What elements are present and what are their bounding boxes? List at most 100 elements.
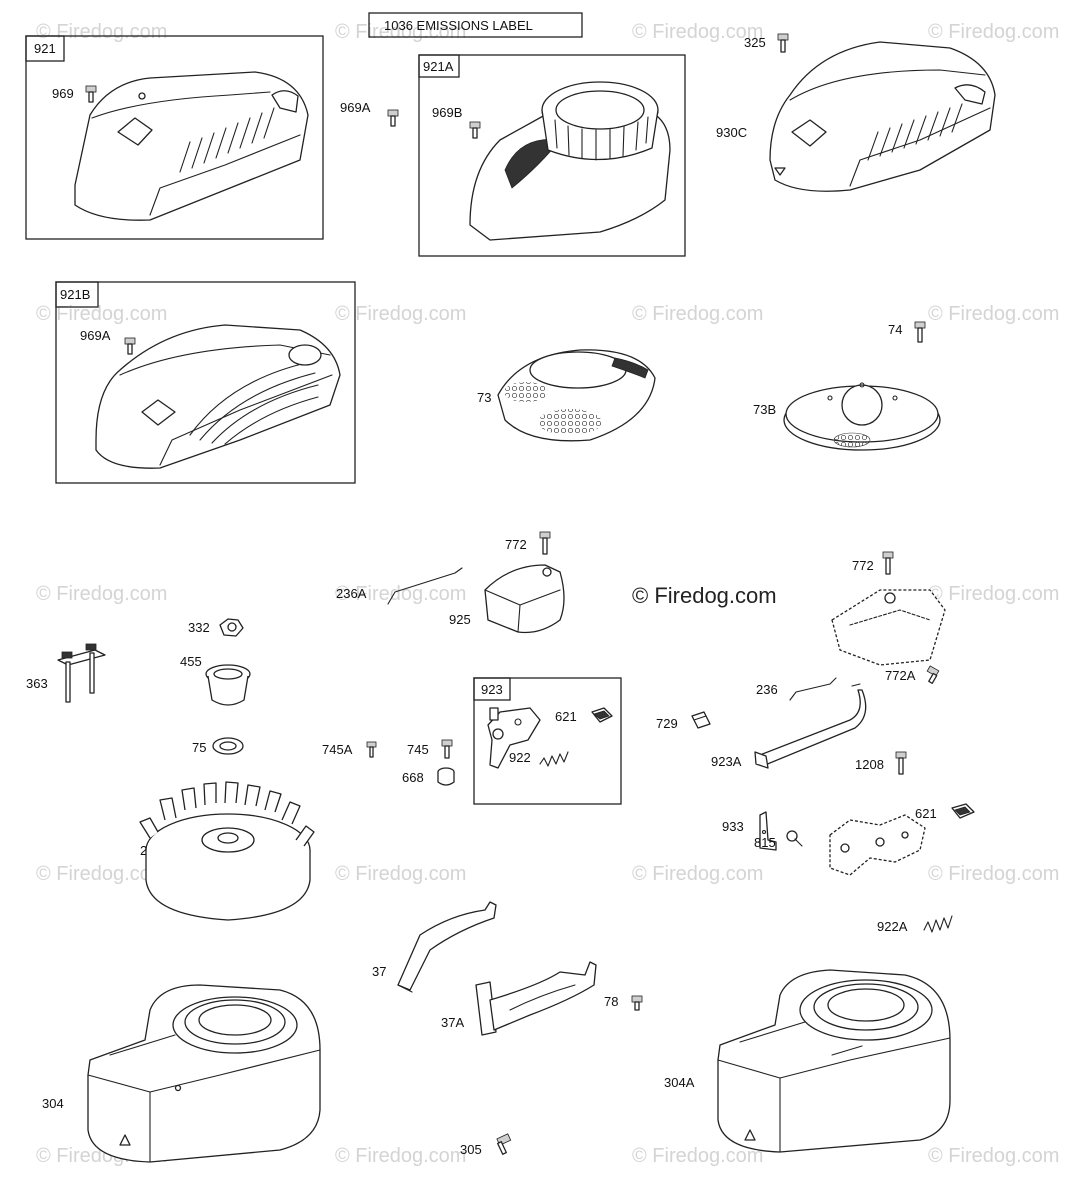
box-921-tag xyxy=(25,35,65,62)
screw-772a xyxy=(926,665,940,684)
watermark: © Firedog.com xyxy=(36,21,167,43)
bushing-668 xyxy=(437,767,455,786)
governor-plate xyxy=(829,814,926,876)
part-label-236a: 236A xyxy=(336,586,367,601)
part-label-73b: 73B xyxy=(753,402,776,417)
screw-772-right xyxy=(882,551,894,575)
part-label-621-box: 621 xyxy=(555,709,577,724)
watermark: © Firedog.com xyxy=(928,303,1059,325)
watermark: © Firedog.com xyxy=(632,303,763,325)
part-label-933: 933 xyxy=(722,819,744,834)
part-label-37a: 37A xyxy=(441,1015,464,1030)
bracket-363 xyxy=(57,643,106,703)
box-921: 921 969 xyxy=(25,35,324,240)
part-label-37: 37 xyxy=(372,964,386,979)
part-label-923a: 923A xyxy=(711,754,742,769)
part-label-969b: 969B xyxy=(432,105,462,120)
washer-75 xyxy=(212,737,244,755)
clip-621-box xyxy=(591,707,613,723)
screw-78 xyxy=(631,995,643,1011)
part-label-969: 969 xyxy=(52,86,74,101)
part-label-772a: 772A xyxy=(885,668,916,683)
part-label-305: 305 xyxy=(460,1142,482,1157)
screw-305 xyxy=(496,1133,512,1155)
part-label-772-center: 772 xyxy=(505,537,527,552)
governor-bracket-923 xyxy=(487,707,541,769)
part-label-1208: 1208 xyxy=(855,757,884,772)
cover-vents xyxy=(179,107,275,173)
screw-745a xyxy=(366,741,377,758)
blower-housing-cover-921b xyxy=(95,324,341,469)
link-236 xyxy=(789,677,837,701)
clip-729 xyxy=(691,711,711,729)
screw-969b xyxy=(469,121,481,139)
screw-745 xyxy=(441,739,453,759)
box-921a-tag xyxy=(418,54,460,78)
center-watermark: © Firedog.com xyxy=(632,583,777,608)
part-label-969a-box: 969A xyxy=(80,328,111,343)
watermark: © Firedog.com xyxy=(928,21,1059,43)
bracket-772-right xyxy=(831,589,946,666)
part-label-78: 78 xyxy=(604,994,618,1009)
part-label-668: 668 xyxy=(402,770,424,785)
clip-621-right xyxy=(951,803,975,819)
watermark: © Firedog.com xyxy=(335,1145,466,1167)
watermark: © Firedog.com xyxy=(928,1145,1059,1167)
part-label-969a-top: 969A xyxy=(340,100,371,115)
emissions-label-text: 1036 EMISSIONS LABEL xyxy=(384,18,533,33)
part-label-455: 455 xyxy=(180,654,202,669)
part-label-745a: 745A xyxy=(322,742,353,757)
box-921b-label: 921B xyxy=(60,287,90,302)
box-921b-frame xyxy=(55,281,356,484)
blower-housing-cover-921 xyxy=(74,71,309,221)
part-label-621-right: 621 xyxy=(915,806,937,821)
box-921a-frame xyxy=(418,54,686,257)
part-label-815: 815 xyxy=(754,835,776,850)
flywheel-fins xyxy=(139,781,315,847)
part-label-930c: 930C xyxy=(716,125,747,140)
box-921b-tag xyxy=(55,281,99,308)
bracket-933 xyxy=(759,811,777,851)
blower-housing-304 xyxy=(87,984,321,1163)
watermark: © Firedog.com xyxy=(36,583,167,605)
part-label-772-right: 772 xyxy=(852,558,874,573)
cup-455 xyxy=(205,664,251,706)
box-923-tag xyxy=(473,677,511,701)
screw-325 xyxy=(777,33,789,53)
blower-housing-304a xyxy=(717,969,951,1153)
watermark: © Firedog.com xyxy=(928,863,1059,885)
watermark: © Firedog.com xyxy=(632,21,763,43)
box-923-frame xyxy=(473,677,622,805)
emissions-label-box xyxy=(368,12,583,38)
part-label-922a: 922A xyxy=(877,919,908,934)
box-923-label: 923 xyxy=(481,682,503,697)
cover-925 xyxy=(484,564,565,634)
part-label-325: 325 xyxy=(744,35,766,50)
screw-74 xyxy=(914,321,926,343)
screw-772-center xyxy=(539,531,551,555)
box-921b: 921B 969A xyxy=(55,281,356,484)
watermark: © Firedog.com xyxy=(928,583,1059,605)
part-label-75: 75 xyxy=(192,740,206,755)
cover-vents-921b xyxy=(189,361,319,445)
box-921-label: 921 xyxy=(34,41,56,56)
part-label-332: 332 xyxy=(188,620,210,635)
blower-housing-cover-930c xyxy=(769,41,996,192)
screen-73b xyxy=(783,382,941,451)
screen-73 xyxy=(497,349,656,442)
watermark: © Firedog.com xyxy=(335,863,466,885)
watermark: © Firedog.com xyxy=(632,1145,763,1167)
baffle-37 xyxy=(397,901,497,993)
spring-922 xyxy=(539,751,569,767)
flywheel-23 xyxy=(139,781,315,921)
screw-815 xyxy=(786,830,803,847)
watermark: © Firedog.com xyxy=(36,303,167,325)
part-label-922: 922 xyxy=(509,750,531,765)
brake-band-923a xyxy=(754,683,867,769)
rewind-starter-cover-921a xyxy=(469,81,671,241)
watermark: © Firedog.com xyxy=(335,583,466,605)
part-label-745: 745 xyxy=(407,742,429,757)
part-label-729: 729 xyxy=(656,716,678,731)
spring-922a xyxy=(923,915,953,933)
